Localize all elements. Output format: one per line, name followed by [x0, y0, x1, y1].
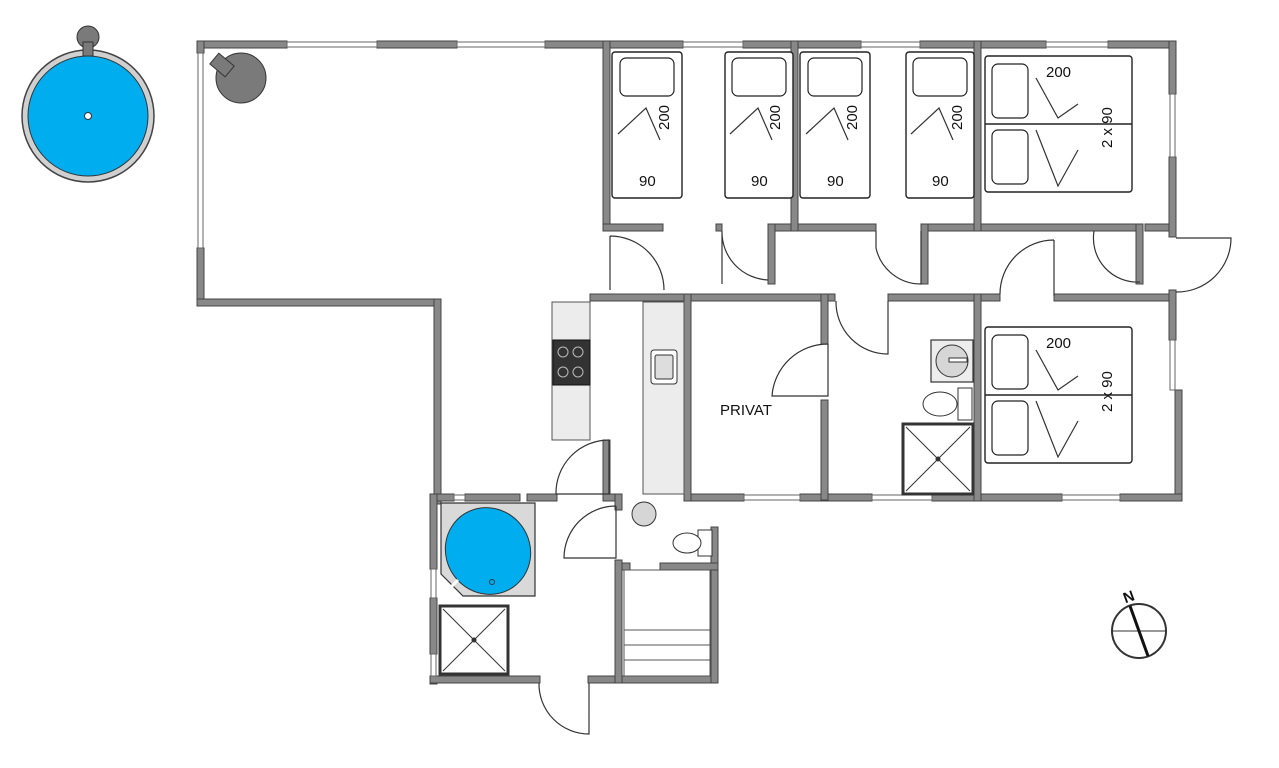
double-bed-size-label: 2 x 90: [1099, 371, 1116, 412]
bed-3: 200 90: [799, 51, 871, 199]
bed-width-label: 90: [751, 173, 768, 190]
bed-4: 200 90: [905, 51, 975, 199]
bed-length-label: 200: [844, 105, 861, 130]
doors: [538, 230, 1232, 735]
bed-1: 200 90: [611, 51, 683, 199]
spa-bath: [440, 502, 536, 597]
double-bed-length-label: 200: [1046, 64, 1071, 81]
kitchen: [551, 301, 685, 495]
compass-north-label: N: [1121, 587, 1137, 607]
walls: [196, 40, 1183, 685]
wc-small: [631, 501, 713, 557]
bed-length-label: 200: [949, 105, 966, 130]
outdoor-pool: [21, 25, 155, 183]
bed-width-label: 90: [932, 173, 949, 190]
shower-2-icon: [438, 604, 510, 676]
bed-length-label: 200: [656, 105, 673, 130]
compass-icon: N: [1111, 587, 1167, 659]
stove-icon: [552, 339, 591, 386]
bed-width-label: 90: [639, 173, 656, 190]
bed-length-label: 200: [767, 105, 784, 130]
windows: [197, 41, 1176, 677]
toilet-icon: [957, 387, 973, 421]
bed-width-label: 90: [827, 173, 844, 190]
double-bed-size-label: 2 x 90: [1099, 107, 1116, 148]
stairs: [623, 569, 711, 677]
double-bed-length-label: 200: [1046, 335, 1071, 352]
bathroom-1: [901, 339, 975, 496]
heater-icon: [209, 52, 267, 104]
spa-water: [444, 507, 532, 595]
bed-2: 200 90: [724, 51, 794, 199]
room-label-privat: PRIVAT: [720, 402, 772, 419]
double-bed-2: 200 2 x 90: [984, 326, 1133, 464]
double-bed-1: 200 2 x 90: [984, 55, 1133, 193]
